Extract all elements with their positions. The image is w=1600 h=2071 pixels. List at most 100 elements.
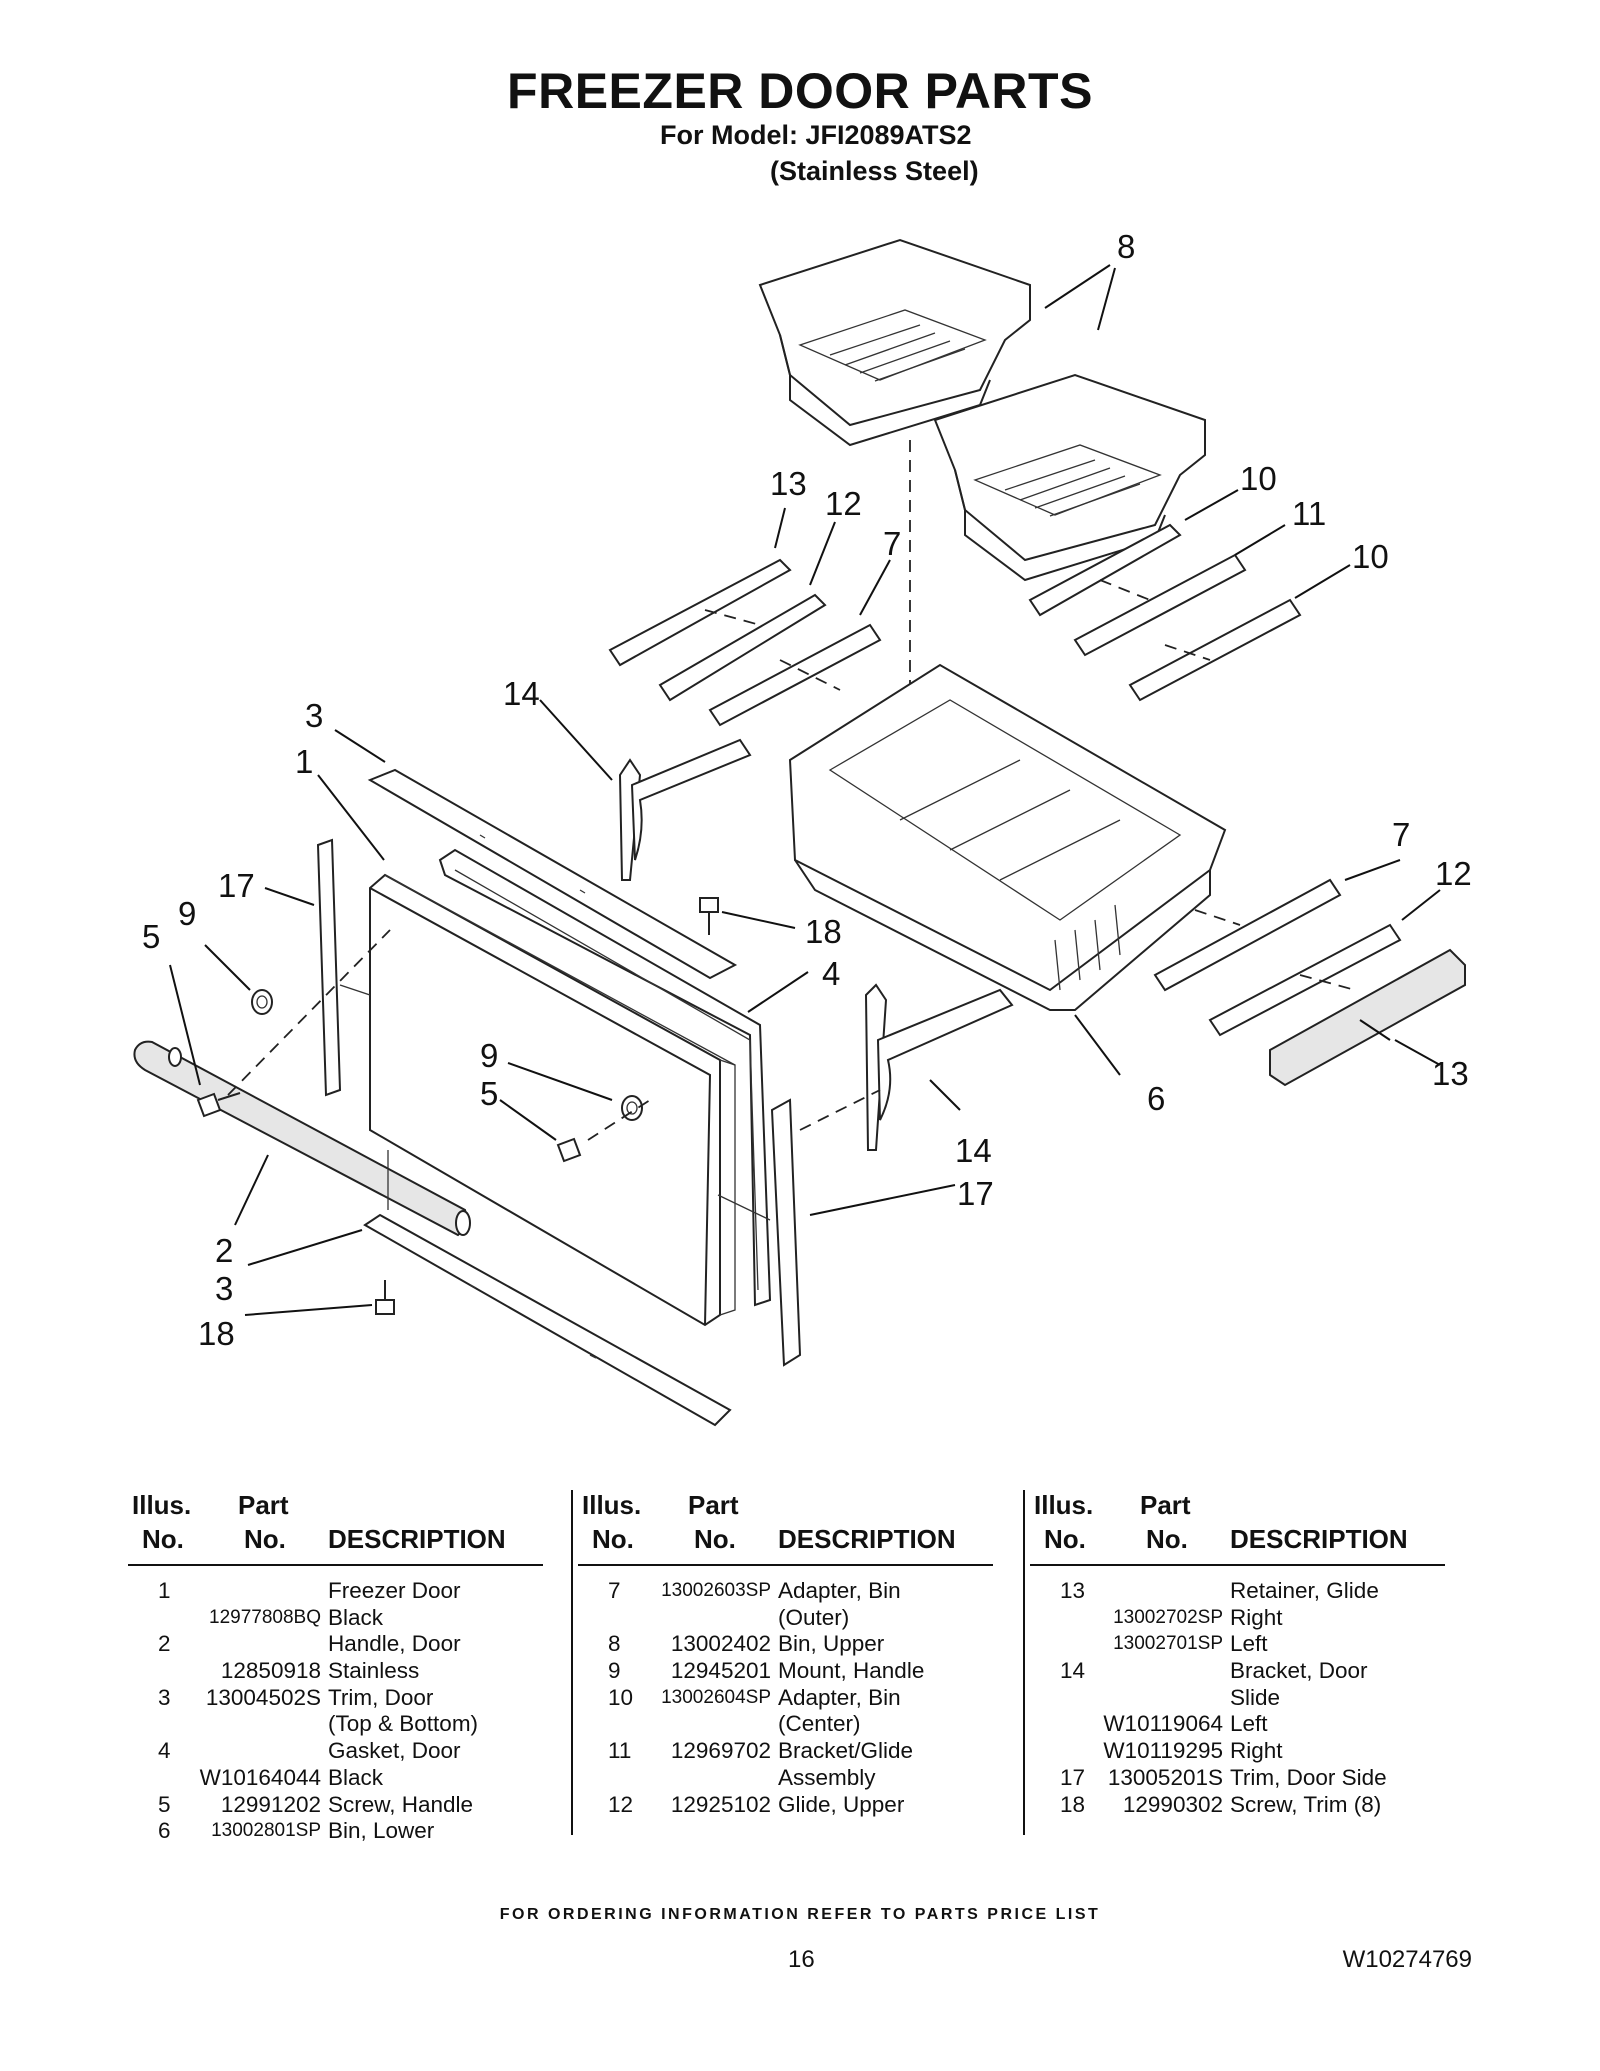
part-number: 12977808BQ (209, 1606, 321, 1628)
illus-number: 4 (158, 1738, 171, 1764)
trim-screw-top (699, 897, 719, 935)
callout-3: 3 (305, 697, 323, 734)
illus-number: 13 (1060, 1578, 1086, 1603)
callout-2: 2 (215, 1232, 233, 1269)
illus-number: 17 (1060, 1764, 1086, 1790)
table-header: Illus. No. Part No. DESCRIPTION (1030, 1490, 1445, 1564)
part-number: 13002702SP (1113, 1606, 1223, 1628)
illus-number: 8 (608, 1631, 621, 1657)
header-description: DESCRIPTION (1230, 1524, 1408, 1554)
illus-number: 18 (1060, 1791, 1086, 1817)
part-description: Stainless (328, 1658, 420, 1684)
part-number: 13002801SP (211, 1820, 321, 1842)
part-description: Screw, Handle (328, 1791, 474, 1817)
part-number: 12990302 (1122, 1791, 1223, 1817)
table-row: (Outer) (578, 1605, 993, 1632)
part-description: Trim, Door (328, 1684, 434, 1710)
part-description: Trim, Door Side (1230, 1764, 1387, 1790)
table-header: Illus. No. Part No. DESCRIPTION (578, 1490, 993, 1564)
trim-screw-bottom (375, 1280, 395, 1315)
part-description: Bracket/Glide (778, 1738, 914, 1764)
part-number: 13002603SP (661, 1580, 771, 1601)
part-description: Screw, Trim (8) (1230, 1791, 1382, 1817)
header-illus: Illus. (582, 1490, 642, 1520)
header-part-no: No. (1146, 1524, 1188, 1554)
part-number: 13005201S (1107, 1764, 1223, 1790)
callout-7: 7 (1392, 816, 1410, 853)
model-number: For Model: JFI2089ATS2 (660, 120, 972, 150)
callout-4: 4 (822, 955, 840, 992)
illus-number: 7 (608, 1578, 621, 1603)
upper-bin-left (758, 238, 1031, 447)
header-part: Part (1140, 1490, 1191, 1520)
door-trim-side-left (316, 838, 342, 1097)
door-trim-top (367, 768, 738, 980)
part-description: (Outer) (778, 1604, 850, 1630)
callout-5: 5 (142, 918, 160, 955)
part-number: 12925102 (670, 1791, 771, 1817)
part-number: W10119295 (1103, 1738, 1223, 1764)
part-number: 13002701SP (1113, 1633, 1223, 1655)
bracket-door-slide-right (864, 983, 1014, 1151)
part-description: Glide, Upper (778, 1791, 905, 1817)
upper-right-rails (1028, 523, 1302, 702)
table-row: Slide (1030, 1685, 1445, 1712)
lower-bin (788, 663, 1227, 1011)
table-row: (Center) (578, 1711, 993, 1738)
column-divider (1023, 1490, 1025, 1835)
door-gasket (438, 848, 772, 1307)
part-description: Black (328, 1604, 384, 1630)
illus-number: 5 (158, 1791, 171, 1817)
callout-12: 12 (1435, 855, 1472, 892)
callout-17: 17 (218, 867, 255, 904)
illus-number: 1 (158, 1578, 171, 1603)
part-description: (Top & Bottom) (328, 1711, 479, 1737)
page-number: 16 (788, 1946, 815, 1973)
part-description: Assembly (778, 1764, 876, 1790)
header-description: DESCRIPTION (778, 1524, 956, 1554)
callout-3: 3 (215, 1270, 233, 1307)
model-finish: (Stainless Steel) (770, 156, 979, 186)
part-number: 13004502S (205, 1684, 321, 1710)
table-rule (578, 1564, 993, 1566)
callout-9: 9 (480, 1037, 498, 1074)
part-description: Bracket, Door (1230, 1658, 1368, 1684)
illus-number: 6 (158, 1818, 171, 1844)
ordering-note: FOR ORDERING INFORMATION REFER TO PARTS … (499, 1906, 1101, 1923)
part-description: Handle, Door (328, 1631, 461, 1657)
part-description: Left (1230, 1631, 1268, 1657)
door-trim-side-right (770, 1098, 802, 1367)
part-description: (Center) (778, 1711, 861, 1737)
upper-left-rails (608, 558, 882, 727)
part-number: W10164044 (199, 1764, 321, 1790)
part-number: 12945201 (670, 1658, 771, 1684)
callout-5: 5 (480, 1075, 498, 1112)
column-divider (571, 1490, 573, 1835)
part-description: Adapter, Bin (778, 1578, 901, 1603)
door-trim-bottom (363, 1213, 732, 1427)
upper-bin-right (933, 373, 1206, 582)
callout-7: 7 (883, 525, 901, 562)
page-title: FREEZER DOOR PARTS (507, 63, 1093, 119)
table-header: Illus. No. Part No. DESCRIPTION (128, 1490, 543, 1564)
part-description: Slide (1230, 1684, 1281, 1710)
illus-number: 9 (608, 1658, 621, 1684)
callout-14: 14 (955, 1132, 992, 1169)
handle-screw-right (556, 1137, 582, 1163)
table-row: 18 12990302 Screw, Trim (8) (1030, 1792, 1445, 1819)
